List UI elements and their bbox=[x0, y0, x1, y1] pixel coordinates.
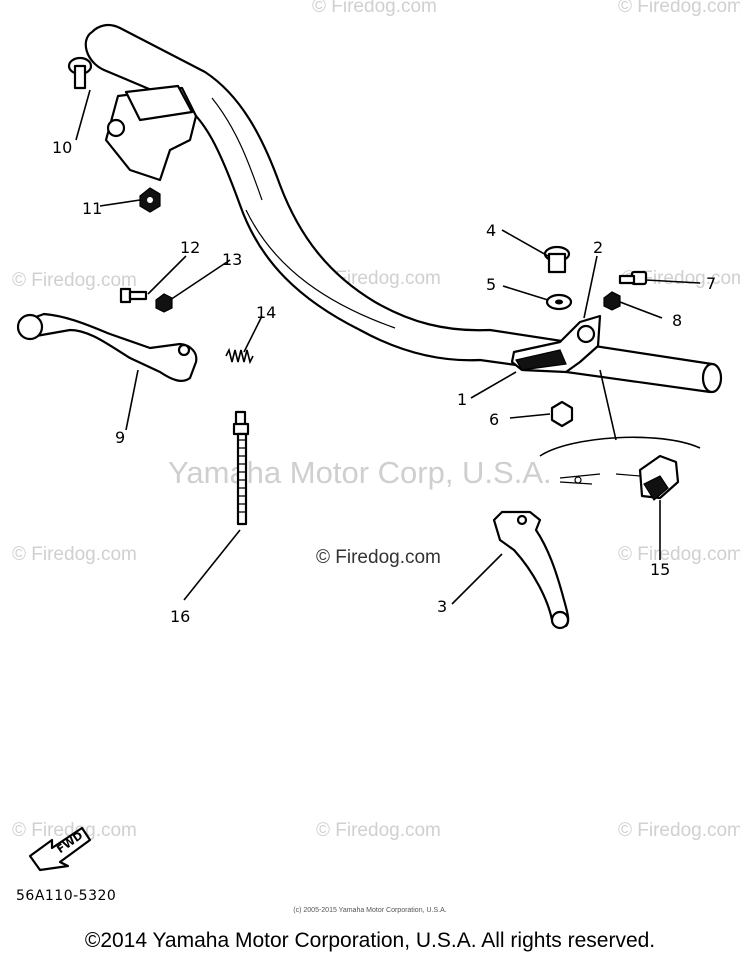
catalog-code: 56A110-5320 bbox=[16, 888, 117, 904]
part-3-lever bbox=[492, 510, 570, 630]
callout-2: 2 bbox=[593, 238, 603, 257]
watermark: © Firedog.com bbox=[622, 268, 740, 289]
watermark: © Firedog.com bbox=[618, 820, 740, 841]
callout-3: 3 bbox=[437, 597, 447, 616]
part-10-bolt bbox=[67, 56, 93, 90]
callout-4: 4 bbox=[486, 221, 496, 240]
small-copyright: (c) 2005-2015 Yamaha Motor Corporation, … bbox=[293, 907, 447, 914]
callout-8: 8 bbox=[672, 311, 682, 330]
callout-11: 11 bbox=[82, 199, 102, 218]
part-1-lever-bracket bbox=[510, 314, 602, 374]
watermark: © Firedog.com bbox=[618, 0, 740, 17]
callout-labels: 1 2 3 4 5 6 7 8 9 10 11 12 13 14 15 16 bbox=[52, 138, 716, 626]
part-15-switch-inset bbox=[539, 369, 701, 501]
watermark: © Firedog.com bbox=[12, 544, 137, 565]
watermark: © Firedog.com bbox=[12, 270, 137, 291]
leader-lines bbox=[75, 89, 701, 605]
part-4-bolt bbox=[543, 245, 571, 274]
part-6-nut bbox=[550, 400, 574, 428]
handlebar bbox=[84, 23, 723, 394]
callout-16: 16 bbox=[170, 607, 190, 626]
watermark: © Firedog.com bbox=[12, 820, 137, 841]
watermark-layer: © Firedog.com © Firedog.com © Firedog.co… bbox=[12, 0, 740, 841]
callout-13: 13 bbox=[222, 250, 242, 269]
part-16-cable-tie bbox=[232, 410, 250, 526]
copyright-footer: ©2014 Yamaha Motor Corporation, U.S.A. A… bbox=[84, 929, 656, 952]
part-7-screw bbox=[618, 270, 648, 286]
watermark: © Firedog.com bbox=[316, 820, 441, 841]
watermark: © Firedog.com bbox=[312, 0, 437, 17]
watermark: © Firedog.com bbox=[618, 544, 740, 565]
part-12-bolt bbox=[119, 287, 148, 304]
callout-10: 10 bbox=[52, 138, 72, 157]
callout-9: 9 bbox=[115, 428, 125, 447]
master-cylinder-bracket bbox=[104, 84, 198, 182]
callout-14: 14 bbox=[256, 303, 276, 322]
callout-15: 15 bbox=[650, 560, 670, 579]
part-13-nut bbox=[155, 293, 173, 313]
part-9-lever bbox=[16, 312, 198, 382]
part-11-nut bbox=[139, 187, 161, 213]
callout-5: 5 bbox=[486, 275, 496, 294]
callout-1: 1 bbox=[457, 390, 467, 409]
watermark-center: © Firedog.com bbox=[316, 547, 441, 568]
part-5-washer bbox=[545, 293, 573, 311]
callout-12: 12 bbox=[180, 238, 200, 257]
watermark-main: Yamaha Motor Corp, U.S.A. bbox=[168, 455, 552, 490]
part-14-spring bbox=[225, 347, 254, 365]
callout-6: 6 bbox=[489, 410, 499, 429]
callout-7: 7 bbox=[706, 274, 716, 293]
part-8-nut bbox=[603, 291, 621, 311]
